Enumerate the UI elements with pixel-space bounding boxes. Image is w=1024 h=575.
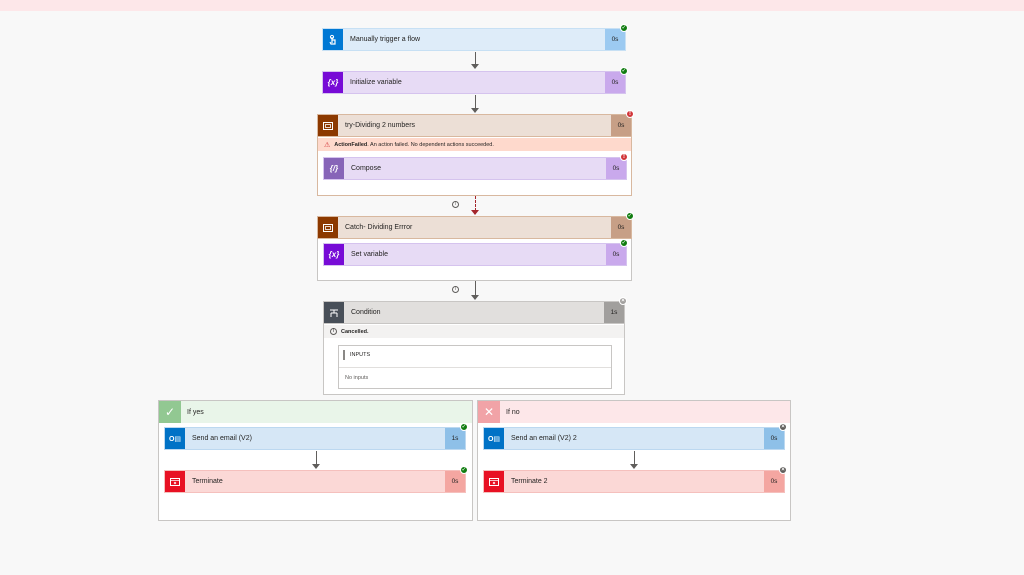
condition-duration: 1s [604, 302, 624, 323]
trigger-title: Manually trigger a flow [350, 36, 421, 43]
terminate-2-title: Terminate 2 [511, 478, 548, 485]
terminate-duration: 0s [445, 471, 465, 492]
set-variable-card[interactable]: {x} Set variable 0s [323, 243, 627, 266]
failed-connector-arrow [471, 196, 479, 216]
connector-arrow [471, 52, 479, 70]
initialize-variable-duration: 0s [605, 72, 625, 93]
set-variable-title: Set variable [351, 251, 388, 258]
send-email-2-card[interactable]: O▤ Send an email (V2) 2 0s [483, 427, 785, 450]
try-error-banner: ⚠ ActionFailed. An action failed. No dep… [318, 138, 631, 151]
inputs-value: No inputs [345, 375, 369, 381]
terminate-card[interactable]: Terminate 0s [164, 470, 466, 493]
send-email-title: Send an email (V2) [192, 435, 252, 442]
check-badge-icon: ✓ [460, 466, 468, 474]
check-badge-icon: ✓ [626, 212, 634, 220]
check-badge-icon: ✓ [620, 239, 628, 247]
error-banner-strip [0, 0, 1024, 11]
cancel-badge-icon: × [779, 466, 787, 474]
skipped-badge-icon: × [619, 297, 627, 305]
catch-scope-duration: 0s [611, 217, 631, 238]
curly-x-icon: {x} [323, 72, 343, 93]
check-badge-icon: ✓ [620, 67, 628, 75]
error-badge-icon: ! [626, 110, 634, 118]
if-no-header[interactable]: ✕ If no [478, 401, 790, 423]
condition-status-banner: i Cancelled. [324, 325, 624, 338]
run-after-info-icon[interactable]: i [452, 286, 459, 293]
condition-inputs-box: INPUTS No inputs [338, 345, 612, 389]
scope-icon [318, 115, 338, 136]
connector-arrow [471, 95, 479, 114]
set-variable-duration: 0s [606, 244, 626, 265]
check-icon: ✓ [159, 401, 181, 423]
connector-arrow [630, 451, 638, 470]
error-message: . An action failed. No dependent actions… [367, 141, 494, 148]
if-yes-header[interactable]: ✓ If yes [159, 401, 472, 423]
outlook-icon: O▤ [165, 428, 185, 449]
run-after-info-icon[interactable]: i [452, 201, 459, 208]
terminate-2-duration: 0s [764, 471, 784, 492]
terminate-icon [165, 471, 185, 492]
catch-scope-title: Catch- Dividing Errror [345, 224, 413, 231]
try-scope-title: try-Dividing 2 numbers [345, 122, 416, 129]
trigger-card[interactable]: Manually trigger a flow 0s [322, 28, 626, 51]
error-badge-icon: ! [620, 153, 628, 161]
compose-icon: {/} [324, 158, 344, 179]
cancel-badge-icon: × [779, 423, 787, 431]
trigger-duration: 0s [605, 29, 625, 50]
terminate-icon [484, 471, 504, 492]
connector-arrow [312, 451, 320, 470]
condition-header[interactable]: Condition 1s [323, 301, 625, 324]
error-label: ActionFailed [334, 141, 368, 148]
hand-tap-icon [323, 29, 343, 50]
check-badge-icon: ✓ [460, 423, 468, 431]
terminate-title: Terminate [192, 478, 223, 485]
compose-duration: 0s [606, 158, 626, 179]
compose-card[interactable]: {/} Compose 0s [323, 157, 627, 180]
check-badge-icon: ✓ [620, 24, 628, 32]
curly-x-icon: {x} [324, 244, 344, 265]
condition-title: Condition [351, 309, 381, 316]
warning-icon: ⚠ [324, 141, 331, 149]
send-email-card[interactable]: O▤ Send an email (V2) 1s [164, 427, 466, 450]
condition-icon [324, 302, 344, 323]
send-email-duration: 1s [445, 428, 465, 449]
info-circle-icon: i [330, 328, 337, 335]
close-icon: ✕ [478, 401, 500, 423]
initialize-variable-card[interactable]: {x} Initialize variable 0s [322, 71, 626, 94]
connector-arrow [471, 281, 479, 301]
send-email-2-duration: 0s [764, 428, 784, 449]
if-no-label: If no [506, 408, 520, 416]
scope-icon [318, 217, 338, 238]
inputs-header: INPUTS [343, 350, 370, 360]
terminate-2-card[interactable]: Terminate 2 0s [483, 470, 785, 493]
send-email-2-title: Send an email (V2) 2 [511, 435, 577, 442]
compose-title: Compose [351, 165, 381, 172]
condition-status-text: Cancelled. [341, 328, 369, 335]
try-scope-duration: 0s [611, 115, 631, 136]
outlook-icon: O▤ [484, 428, 504, 449]
if-yes-label: If yes [187, 408, 204, 416]
catch-scope-header[interactable]: Catch- Dividing Errror 0s [317, 216, 632, 239]
initialize-variable-title: Initialize variable [350, 79, 402, 86]
try-scope-header[interactable]: try-Dividing 2 numbers 0s [317, 114, 632, 137]
